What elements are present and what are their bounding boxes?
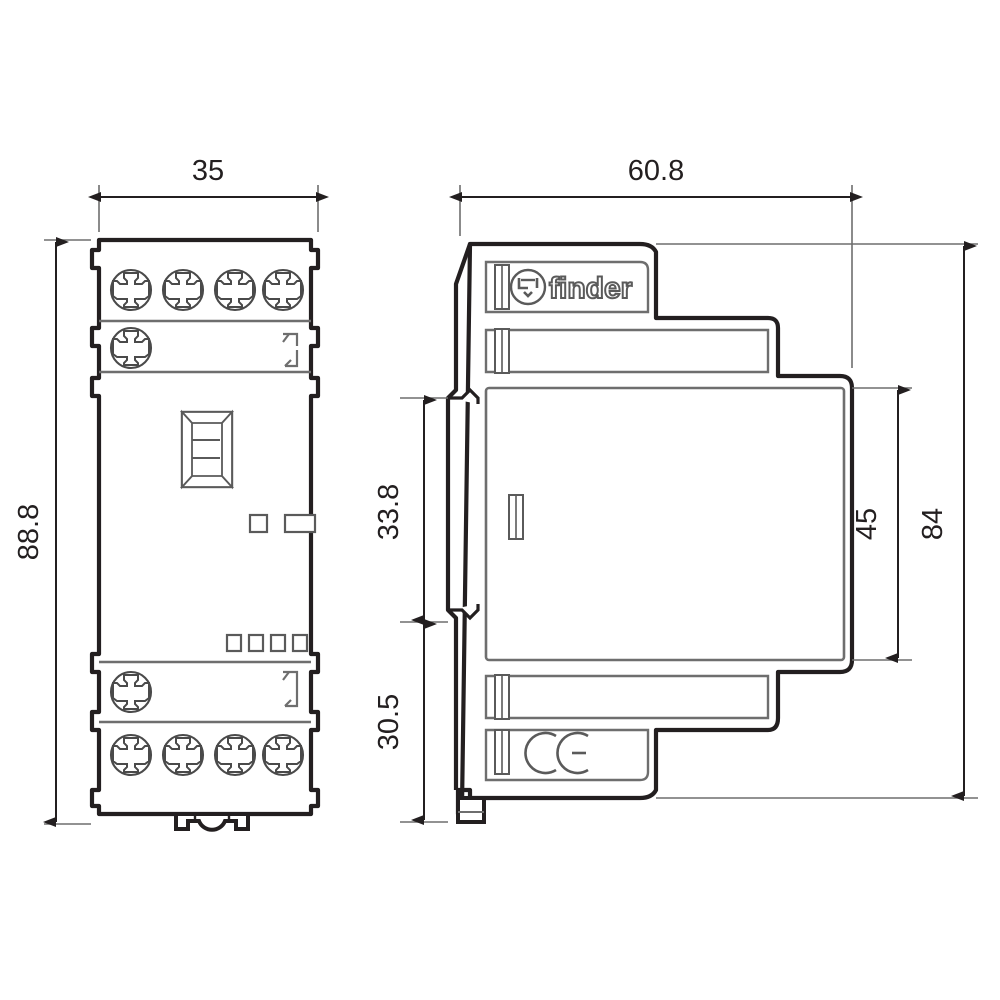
terminal-marking-top	[282, 332, 299, 368]
dimension-lower-305: 30.5	[373, 619, 448, 825]
dimension-label-338: 33.8	[373, 484, 405, 540]
slot-top	[494, 264, 510, 310]
setting-square[interactable]	[248, 513, 269, 534]
din-rail-clip[interactable]	[174, 812, 250, 832]
terminal-3[interactable]	[213, 268, 257, 312]
front-housing-outline	[89, 237, 321, 817]
terminal-row-second	[109, 326, 153, 370]
slot-middle	[494, 328, 510, 374]
dimension-body-45: 45	[851, 385, 912, 663]
terminal-1[interactable]	[109, 268, 153, 312]
dimension-label-888: 88.8	[13, 504, 45, 560]
dimension-upper-338: 33.8	[373, 395, 448, 625]
ce-mark-icon	[524, 731, 589, 775]
side-panel-lower	[484, 674, 770, 720]
terminal-4[interactable]	[261, 268, 305, 312]
dimension-label-84: 84	[917, 508, 949, 540]
terminal-10[interactable]	[261, 733, 305, 777]
side-view: finder 60.8 33.8	[373, 155, 978, 825]
slot-body	[508, 494, 524, 540]
side-panel-bottom	[484, 728, 650, 782]
side-panel-upper	[484, 328, 770, 374]
din-hook-lower	[448, 604, 480, 621]
led-4	[291, 633, 309, 653]
brand-wordmark: finder	[549, 272, 633, 305]
slot-lower	[494, 674, 510, 720]
terminal-5[interactable]	[109, 326, 153, 370]
dimension-height-888: 88.8	[13, 237, 91, 827]
finder-logo-icon	[509, 268, 547, 306]
terminal-2[interactable]	[161, 268, 205, 312]
setting-rectangle[interactable]	[283, 513, 317, 534]
led-1	[225, 633, 243, 653]
dimension-depth-608: 60.8	[449, 155, 863, 368]
dimension-label-608: 60.8	[628, 155, 684, 187]
dimension-width-35: 35	[88, 155, 329, 232]
din-hook-upper	[448, 387, 480, 404]
dimension-label-305: 30.5	[373, 694, 405, 750]
front-view: 35 88.8	[13, 155, 329, 832]
slot-bottom	[494, 729, 510, 775]
terminal-9[interactable]	[213, 733, 257, 777]
din-rail-foot[interactable]	[456, 796, 486, 824]
indicator-leds	[225, 633, 309, 653]
dimension-label-35: 35	[192, 155, 224, 187]
display-window[interactable]	[179, 409, 235, 490]
terminal-6[interactable]	[109, 670, 153, 714]
terminal-marking-bottom	[282, 670, 299, 708]
dimension-label-45: 45	[851, 508, 883, 540]
terminal-8[interactable]	[161, 733, 205, 777]
main-body-panel	[484, 386, 846, 662]
terminal-row-third	[109, 670, 153, 714]
dimension-total-84: 84	[656, 241, 978, 801]
led-3	[269, 633, 287, 653]
led-2	[247, 633, 265, 653]
terminal-7[interactable]	[109, 733, 153, 777]
